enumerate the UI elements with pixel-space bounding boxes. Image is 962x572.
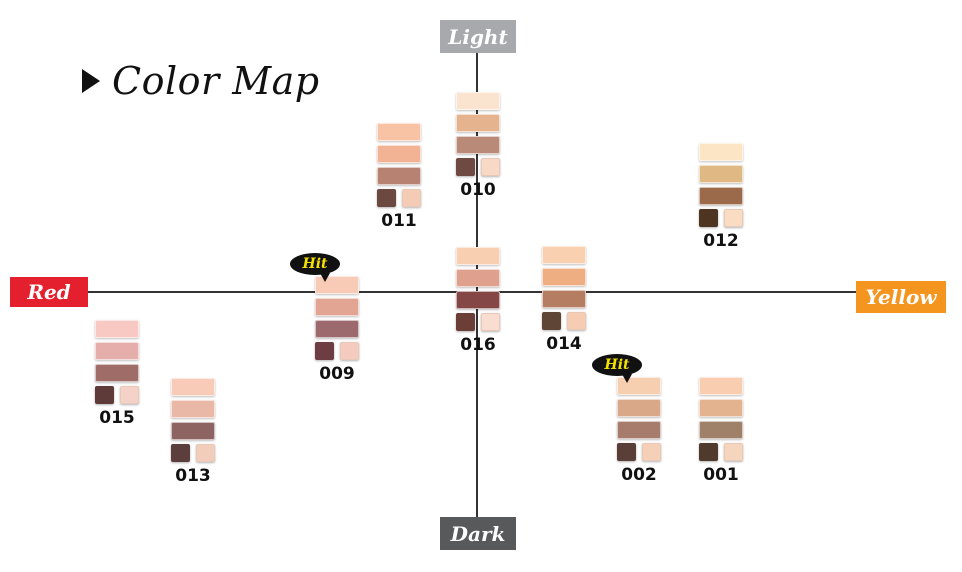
swatch-mini-dark [377, 189, 396, 207]
swatch-bar-2 [171, 400, 215, 418]
swatch-code: 011 [381, 211, 417, 231]
swatch-code: 015 [99, 408, 135, 428]
swatch-code: 012 [703, 231, 739, 251]
swatch-bar-1 [95, 320, 139, 338]
swatch-bar-2 [315, 298, 359, 316]
swatch-016: 016 [456, 247, 500, 355]
swatch-bar-1 [699, 377, 743, 395]
play-triangle-icon [82, 69, 100, 93]
axis-label-red: Red [10, 277, 88, 307]
swatch-code: 016 [460, 335, 496, 355]
swatch-bar-2 [699, 399, 743, 417]
swatch-code: 001 [703, 465, 739, 485]
swatch-bar-2 [456, 269, 500, 287]
swatch-002: 002 [617, 377, 661, 485]
swatch-bar-2 [456, 114, 500, 132]
swatch-code: 013 [175, 466, 211, 486]
swatch-mini-light [340, 342, 359, 360]
swatch-mini-dark [617, 443, 636, 461]
swatch-mini-light [567, 312, 586, 330]
swatch-code: 010 [460, 180, 496, 200]
swatch-mini-dark [699, 443, 718, 461]
swatch-bar-2 [377, 145, 421, 163]
swatch-bar-1 [456, 92, 500, 110]
title-text: Color Map [112, 59, 320, 103]
page-title: Color Map [82, 56, 320, 106]
axis-label-light: Light [440, 20, 516, 53]
swatch-bar-3 [617, 421, 661, 439]
swatch-mini-dark [171, 444, 190, 462]
swatch-mini-light [196, 444, 215, 462]
swatch-bar-3 [699, 187, 743, 205]
swatch-bar-1 [456, 247, 500, 265]
swatch-bar-1 [377, 123, 421, 141]
swatch-010: 010 [456, 92, 500, 200]
swatch-bar-2 [542, 268, 586, 286]
swatch-013: 013 [171, 378, 215, 486]
swatch-mini-light [642, 443, 661, 461]
axis-label-yellow: Yellow [856, 281, 946, 313]
swatch-code: 009 [319, 364, 355, 384]
swatch-bar-3 [456, 136, 500, 154]
swatch-bar-1 [171, 378, 215, 396]
swatch-bar-3 [315, 320, 359, 338]
swatch-mini-dark [456, 158, 475, 176]
swatch-bar-3 [377, 167, 421, 185]
swatch-015: 015 [95, 320, 139, 428]
swatch-mini-light [120, 386, 139, 404]
swatch-bar-3 [542, 290, 586, 308]
swatch-mini-dark [95, 386, 114, 404]
swatch-bar-1 [699, 143, 743, 161]
swatch-mini-light [402, 189, 421, 207]
swatch-bar-2 [699, 165, 743, 183]
swatch-mini-light [481, 313, 500, 331]
swatch-bar-3 [456, 291, 500, 309]
swatch-code: 002 [621, 465, 657, 485]
swatch-mini-light [481, 158, 500, 176]
swatch-mini-dark [542, 312, 561, 330]
hit-badge-002: Hit [592, 354, 642, 383]
swatch-bar-3 [95, 364, 139, 382]
axis-label-dark: Dark [440, 517, 516, 550]
hit-badge-009: Hit [290, 253, 340, 282]
swatch-mini-light [724, 443, 743, 461]
swatch-009: 009 [315, 276, 359, 384]
swatch-mini-dark [456, 313, 475, 331]
swatch-bar-3 [171, 422, 215, 440]
swatch-mini-dark [699, 209, 718, 227]
swatch-001: 001 [699, 377, 743, 485]
swatch-mini-dark [315, 342, 334, 360]
swatch-012: 012 [699, 143, 743, 251]
swatch-014: 014 [542, 246, 586, 354]
swatch-bar-2 [617, 399, 661, 417]
swatch-bar-3 [699, 421, 743, 439]
swatch-mini-light [724, 209, 743, 227]
swatch-bar-1 [542, 246, 586, 264]
swatch-code: 014 [546, 334, 582, 354]
swatch-011: 011 [377, 123, 421, 231]
swatch-bar-2 [95, 342, 139, 360]
